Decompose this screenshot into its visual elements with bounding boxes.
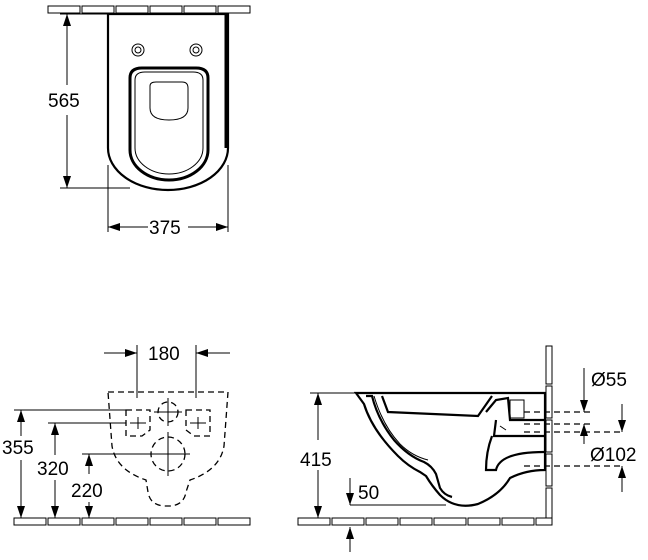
width-dimension bbox=[107, 165, 229, 232]
front-view: 180 bbox=[2, 344, 251, 526]
top-view: 565 375 bbox=[47, 5, 251, 239]
outlet-diameter-label: Ø102 bbox=[590, 445, 636, 466]
side-wall-strip bbox=[545, 345, 553, 521]
side-pipe-dashes bbox=[524, 411, 620, 467]
fixing-width-label: 180 bbox=[148, 344, 180, 365]
inlet-circle bbox=[154, 398, 182, 426]
front-fixing-brackets bbox=[125, 409, 211, 437]
bowl-opening bbox=[149, 81, 189, 121]
bowl-top-outline bbox=[106, 12, 230, 192]
inlet-diameter-dimension bbox=[580, 368, 588, 444]
side-floor-strip bbox=[297, 517, 553, 526]
outlet-circle bbox=[146, 432, 190, 476]
side-height-dimension bbox=[310, 392, 356, 518]
seat-outline bbox=[128, 66, 210, 182]
depth-dimension bbox=[60, 13, 130, 189]
seat-fixing-holes bbox=[131, 43, 203, 57]
side-view: Ø55 Ø102 415 50 bbox=[297, 345, 636, 552]
front-floor-strip bbox=[13, 517, 251, 526]
width-label: 375 bbox=[149, 218, 181, 239]
side-height-label: 415 bbox=[300, 450, 332, 471]
height-220-label: 220 bbox=[71, 481, 103, 502]
front-bowl-outline bbox=[107, 391, 229, 507]
height-355-label: 355 bbox=[2, 438, 34, 459]
floor-offset-dimension bbox=[346, 478, 446, 552]
fixing-width-dimension bbox=[104, 345, 230, 398]
depth-label: 565 bbox=[48, 91, 80, 112]
inlet-diameter-label: Ø55 bbox=[591, 370, 627, 391]
floor-offset-label: 50 bbox=[358, 483, 379, 504]
front-height-dimensions bbox=[14, 409, 146, 518]
top-wall-strip bbox=[47, 5, 251, 14]
side-bowl-outline bbox=[353, 391, 547, 507]
height-320-label: 320 bbox=[37, 459, 69, 480]
outlet-diameter-dimension bbox=[618, 404, 626, 492]
